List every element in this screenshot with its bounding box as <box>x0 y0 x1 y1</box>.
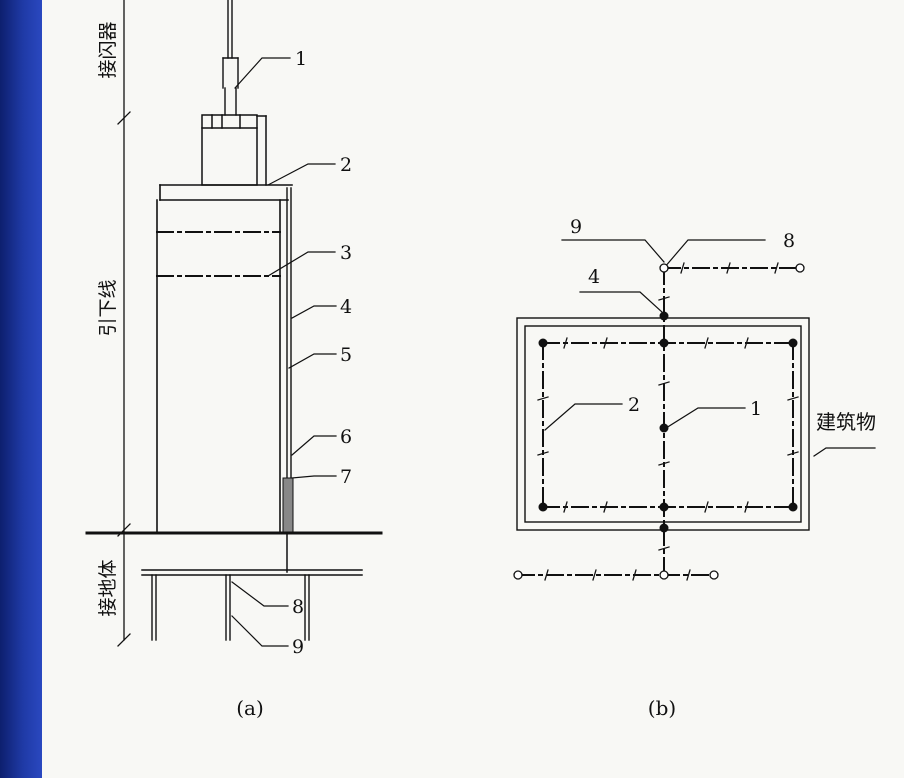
callout-a-5: 5 <box>340 344 352 366</box>
ring-conductor-lines <box>156 231 281 277</box>
callout-b-8: 8 <box>783 230 795 252</box>
roof-mesh <box>517 267 801 579</box>
building-body <box>156 184 293 533</box>
callout-a-6: 6 <box>340 426 352 448</box>
callout-a-3: 3 <box>340 242 352 264</box>
callout-a-8: 8 <box>292 596 304 618</box>
callout-a-9: 9 <box>292 636 304 658</box>
callout-b-9: 9 <box>570 216 582 238</box>
callout-b-1: 1 <box>750 398 762 420</box>
air-terminal-rod <box>222 0 239 116</box>
callout-leaders-b <box>544 239 876 457</box>
callout-b-4: 4 <box>588 266 600 288</box>
slide-side-stripe <box>0 0 42 778</box>
caption-a: (a) <box>236 696 264 720</box>
protective-sleeve <box>282 477 294 533</box>
slide-canvas <box>42 0 904 778</box>
horizontal-earth-bar <box>141 569 363 576</box>
earth-rods <box>151 574 310 641</box>
label-earth-electrode: 接地体 <box>97 559 119 616</box>
callout-leaders-a <box>231 57 337 647</box>
label-down-conductor: 引下线 <box>97 279 119 336</box>
figure-a <box>85 0 383 647</box>
callout-a-7: 7 <box>340 466 352 488</box>
label-building: 建筑物 <box>816 410 876 434</box>
dimension-line <box>117 0 131 647</box>
rooftop-structure <box>201 114 267 186</box>
junction-points <box>538 311 798 533</box>
open-terminals <box>513 263 805 580</box>
callout-b-2: 2 <box>628 394 640 416</box>
label-air-terminal: 接闪器 <box>97 21 119 78</box>
callout-a-4: 4 <box>340 296 352 318</box>
callout-a-1: 1 <box>295 48 307 70</box>
callout-a-2: 2 <box>340 154 352 176</box>
caption-b: (b) <box>648 696 676 720</box>
down-conductor <box>286 187 292 533</box>
conductor-ticks <box>537 262 799 581</box>
